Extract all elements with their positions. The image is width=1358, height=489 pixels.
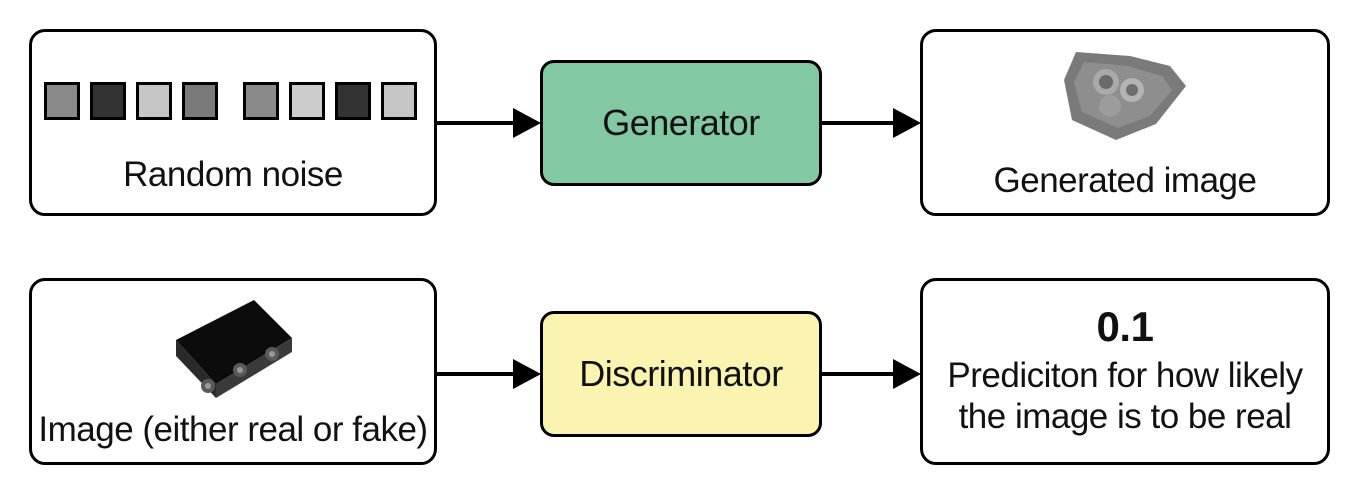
noise-to-generator-arrow [437, 121, 517, 125]
discriminator-to-prediction-arrow [822, 372, 896, 376]
image-to-discriminator-arrow [437, 372, 517, 376]
prediction-box [920, 278, 1330, 465]
noise-to-generator-arrowhead [513, 108, 541, 138]
input-image-thumbnail [176, 300, 292, 398]
random-noise-label: Random noise [123, 155, 343, 194]
generator-to-image-arrow [822, 121, 896, 125]
image-to-discriminator-arrowhead [513, 359, 541, 389]
discriminator-box: Discriminator [540, 311, 822, 437]
noise-cell [243, 82, 279, 120]
generated-image-thumbnail [1064, 52, 1186, 140]
noise-cell [90, 82, 126, 120]
discriminator-label: Discriminator [579, 353, 783, 394]
generator-to-image-arrowhead [893, 108, 921, 138]
prediction-value: 0.1 [1096, 303, 1154, 350]
noise-cell [182, 82, 218, 120]
prediction-description-line-2: the image is to be real [958, 397, 1292, 436]
discriminator-to-prediction-arrowhead [893, 359, 921, 389]
generator-box: Generator [540, 60, 822, 186]
noise-cell [335, 82, 371, 120]
noise-cell [44, 82, 80, 120]
noise-cell [136, 82, 172, 120]
prediction-description-line-1: Prediciton for how likely [947, 356, 1303, 395]
generated-image-label: Generated image [993, 161, 1257, 200]
random-noise-box [29, 29, 437, 216]
input-image-label: Image (either real or fake) [38, 410, 428, 449]
noise-cell [381, 82, 417, 120]
noise-cell [289, 82, 325, 120]
generator-label: Generator [602, 102, 760, 143]
